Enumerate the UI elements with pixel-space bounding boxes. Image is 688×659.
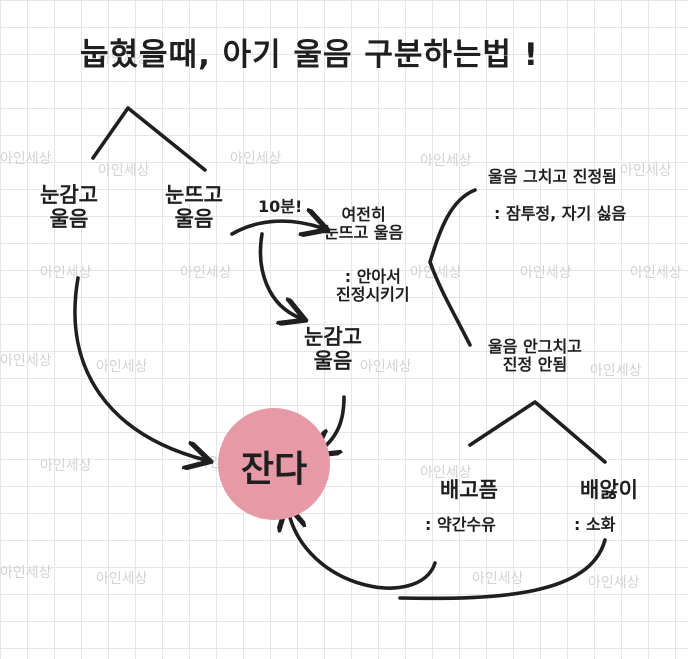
watermark: 아인세상 <box>360 359 412 375</box>
watermark: 아인세상 <box>630 265 682 281</box>
node-sleeps: 잔다 <box>240 449 308 490</box>
watermark: 아인세상 <box>230 151 282 167</box>
arrow-eyes-open-to-still <box>230 221 322 234</box>
node-keeps-crying: 울음 안그치고 진정 안됨 <box>488 337 582 375</box>
watermark: 아인세상 <box>96 571 148 587</box>
watermark: 아인세상 <box>472 571 524 587</box>
node-hungry: 배고픔 <box>440 478 498 502</box>
bracket-split <box>428 188 477 347</box>
node-still-eyes-open: 여전히 눈뜨고 울음 <box>324 205 404 243</box>
watermark: 아인세상 <box>520 265 572 281</box>
watermark: 아인세상 <box>420 465 472 481</box>
node-sleep-habit: : 잠투정, 자기 싫음 <box>494 204 627 223</box>
node-stomachache: 배앓이 <box>580 478 638 502</box>
node-stops-crying: 울음 그치고 진정됨 <box>488 167 617 186</box>
watermark: 아인세상 <box>0 151 52 167</box>
watermark: 아인세상 <box>420 153 472 169</box>
watermark: 아인세상 <box>0 353 52 369</box>
node-eyes-open-cry: 눈뜨고 울음 <box>165 183 223 232</box>
watermark: 아인세상 <box>98 163 150 179</box>
arrow-eyes-open-to-closed <box>258 232 300 318</box>
watermark: 아인세상 <box>590 363 642 379</box>
watermark: 아인세상 <box>96 359 148 375</box>
node-eyes-closed-cry: 눈감고 울음 <box>40 183 98 232</box>
node-digest: : 소화 <box>574 515 616 534</box>
label-ten-minutes: 10분! <box>258 197 303 216</box>
page-title: 눕혔을때, 아기 울음 구분하는법 ! <box>80 37 539 73</box>
tree-branch-bottom <box>468 400 607 464</box>
watermark: 아인세상 <box>0 565 52 581</box>
tree-branch-top <box>91 106 207 172</box>
watermark: 아인세상 <box>588 575 640 591</box>
node-hold-calm: : 안아서 진정시키기 <box>336 267 410 305</box>
line-digest-join <box>398 538 607 601</box>
sleep-circle <box>218 408 330 520</box>
arrow-remedies-to-sleep <box>288 510 437 590</box>
node-eyes-closed-cry-2: 눈감고 울음 <box>304 325 362 374</box>
watermark: 아인세상 <box>40 458 92 474</box>
watermark: 아인세상 <box>180 265 232 281</box>
watermark: 아인세상 <box>620 163 672 179</box>
arrow-eyes-closed-to-sleep <box>73 276 205 460</box>
node-formula: : 약간수유 <box>425 515 496 534</box>
watermark: 아인세상 <box>98 51 150 67</box>
